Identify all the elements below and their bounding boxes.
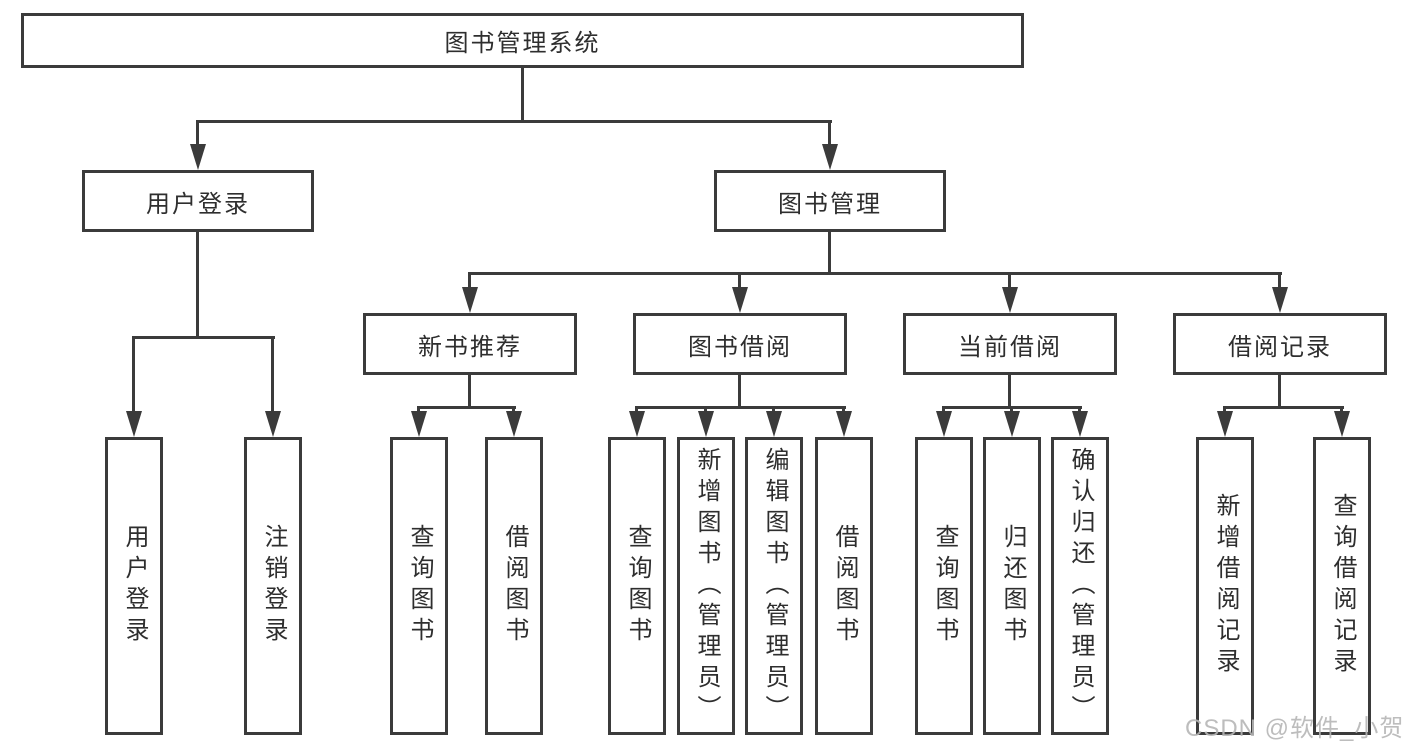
node-user-login-label: 用户登录 — [146, 190, 250, 218]
arrowhead-down — [506, 411, 522, 437]
connector-line — [1008, 272, 1011, 290]
arrowhead-down — [836, 411, 852, 437]
leaf-return-books: 归还图书 — [983, 437, 1041, 735]
leaf-query-books-current-label: 查询图书 — [931, 524, 958, 648]
leaf-borrow-books-label: 借阅图书 — [831, 524, 858, 648]
arrowhead-down — [126, 411, 142, 437]
leaf-logout-label: 注销登录 — [260, 524, 287, 648]
leaf-edit-book-admin-label: 编辑图书（管理员） — [761, 446, 788, 726]
node-root: 图书管理系统 — [21, 13, 1024, 68]
node-borrow-records: 借阅记录 — [1173, 313, 1387, 375]
arrowhead-down — [1072, 411, 1088, 437]
leaf-query-borrow-record: 查询借阅记录 — [1313, 437, 1371, 735]
connector-line — [635, 406, 846, 409]
leaf-confirm-return-admin-label: 确认归还（管理员） — [1067, 446, 1094, 726]
leaf-borrow-books: 借阅图书 — [815, 437, 873, 735]
leaf-add-borrow-record: 新增借阅记录 — [1196, 437, 1254, 735]
connector-line — [828, 232, 831, 275]
arrowhead-down — [190, 144, 206, 170]
connector-line — [417, 406, 516, 409]
node-borrow-records-label: 借阅记录 — [1228, 333, 1332, 361]
arrowhead-down — [265, 411, 281, 437]
leaf-query-books-recommend: 查询图书 — [390, 437, 448, 735]
leaf-confirm-return-admin: 确认归还（管理员） — [1051, 437, 1109, 735]
connector-line — [468, 272, 1282, 275]
leaf-query-books-recommend-label: 查询图书 — [406, 524, 433, 648]
connector-line — [468, 375, 471, 409]
connector-line — [828, 120, 831, 150]
arrowhead-down — [1334, 411, 1350, 437]
leaf-query-books-current: 查询图书 — [915, 437, 973, 735]
arrowhead-down — [462, 287, 478, 313]
arrowhead-down — [766, 411, 782, 437]
leaf-add-book-admin-label: 新增图书（管理员） — [693, 446, 720, 726]
connector-line — [1223, 406, 1344, 409]
node-book-borrow: 图书借阅 — [633, 313, 847, 375]
connector-line — [738, 375, 741, 409]
csdn-watermark: CSDN @软件_小贺同学 — [1185, 715, 1405, 742]
node-book-management-label: 图书管理 — [778, 190, 882, 218]
node-new-book-recommend-label: 新书推荐 — [418, 333, 522, 361]
arrowhead-down — [936, 411, 952, 437]
leaf-query-books-borrow: 查询图书 — [608, 437, 666, 735]
arrowhead-down — [822, 144, 838, 170]
connector-line — [196, 120, 199, 150]
node-user-login: 用户登录 — [82, 170, 314, 232]
arrowhead-down — [1272, 287, 1288, 313]
connector-line — [1008, 375, 1011, 409]
arrowhead-down — [698, 411, 714, 437]
connector-line — [132, 336, 275, 339]
connector-line — [271, 336, 274, 414]
connector-line — [468, 272, 471, 290]
node-current-borrow: 当前借阅 — [903, 313, 1117, 375]
leaf-borrow-books-recommend: 借阅图书 — [485, 437, 543, 735]
node-book-borrow-label: 图书借阅 — [688, 333, 792, 361]
connector-line — [1278, 375, 1281, 409]
leaf-query-books-borrow-label: 查询图书 — [624, 524, 651, 648]
leaf-borrow-books-recommend-label: 借阅图书 — [501, 524, 528, 648]
connector-line — [738, 272, 741, 290]
arrowhead-down — [411, 411, 427, 437]
connector-line — [132, 336, 135, 414]
arrowhead-down — [629, 411, 645, 437]
node-new-book-recommend: 新书推荐 — [363, 313, 577, 375]
arrowhead-down — [1002, 287, 1018, 313]
node-current-borrow-label: 当前借阅 — [958, 333, 1062, 361]
connector-line — [196, 120, 832, 123]
leaf-user-login-label: 用户登录 — [121, 524, 148, 648]
leaf-return-books-label: 归还图书 — [999, 524, 1026, 648]
leaf-query-borrow-record-label: 查询借阅记录 — [1329, 493, 1356, 679]
leaf-user-login: 用户登录 — [105, 437, 163, 735]
leaf-add-borrow-record-label: 新增借阅记录 — [1212, 493, 1239, 679]
leaf-add-book-admin: 新增图书（管理员） — [677, 437, 735, 735]
arrowhead-down — [1217, 411, 1233, 437]
arrowhead-down — [732, 287, 748, 313]
node-book-management: 图书管理 — [714, 170, 946, 232]
node-root-label: 图书管理系统 — [444, 30, 601, 57]
connector-line — [196, 232, 199, 339]
leaf-edit-book-admin: 编辑图书（管理员） — [745, 437, 803, 735]
leaf-logout: 注销登录 — [244, 437, 302, 735]
arrowhead-down — [1004, 411, 1020, 437]
connector-line — [521, 68, 524, 123]
connector-line — [1278, 272, 1281, 290]
